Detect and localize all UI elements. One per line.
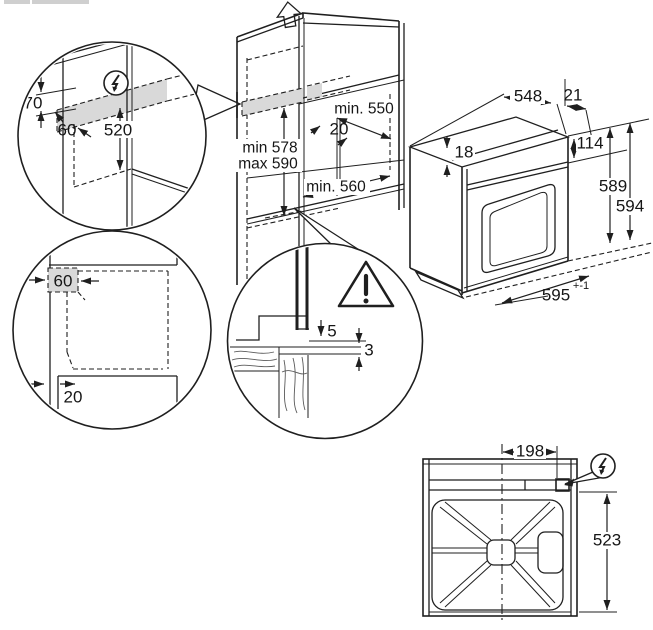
detail-front-gap: 5 3 [226, 207, 424, 440]
oven-body-depth-label: 548 [514, 87, 542, 106]
electrical-zone-band [241, 75, 351, 117]
oven-view: 18 548 21 114 589 594 595 +-1 [407, 79, 653, 306]
scan-artifact [4, 0, 89, 4]
gap-lower-label: 3 [364, 341, 373, 360]
base-braces [432, 501, 556, 608]
oven-door-depth-label: 21 [564, 86, 583, 105]
detail-circle [12, 230, 212, 430]
cabinet-depth-label: min. 550 [334, 101, 394, 118]
zone-height-label: 70 [24, 94, 43, 113]
oven-door-window [481, 183, 556, 274]
detail-electrical-zone: 70 60 520 [17, 41, 242, 231]
oven-height-front-label: 594 [616, 197, 644, 216]
oven-width-label: 595 [542, 286, 570, 305]
zone-offset-label: 60 [58, 121, 77, 140]
rear-offset-label: 60 [54, 272, 73, 291]
zone-distance-label: 520 [104, 121, 132, 140]
detail-rear-clearance: 60 20 [12, 230, 212, 430]
cabinet-view: min 578 max 590 min. 550 20 min. 560 [236, 1, 405, 285]
wood-grain [231, 350, 308, 414]
connection-depth-label: 523 [593, 531, 621, 550]
connection-offset-label: 198 [516, 442, 544, 461]
oven-panel-height-label: 114 [576, 134, 603, 153]
niche-height-min-label: min 578 [242, 140, 297, 157]
cabinet-setback-label: 20 [330, 120, 349, 139]
warning-icon [337, 260, 395, 308]
top-view: 198 523 [422, 442, 623, 622]
high-voltage-icon [103, 70, 129, 96]
gap-upper-label: 5 [327, 322, 336, 341]
cabinet-width-label: min. 560 [306, 179, 366, 196]
oven-height-rear-label: 589 [599, 177, 627, 196]
oven-top-inset-label: 18 [455, 143, 474, 162]
oven-width-tolerance-label: +-1 [573, 280, 589, 292]
rear-gap-label: 20 [64, 388, 83, 407]
niche-height-max-label: max 590 [238, 156, 298, 173]
high-voltage-icon [590, 453, 616, 479]
